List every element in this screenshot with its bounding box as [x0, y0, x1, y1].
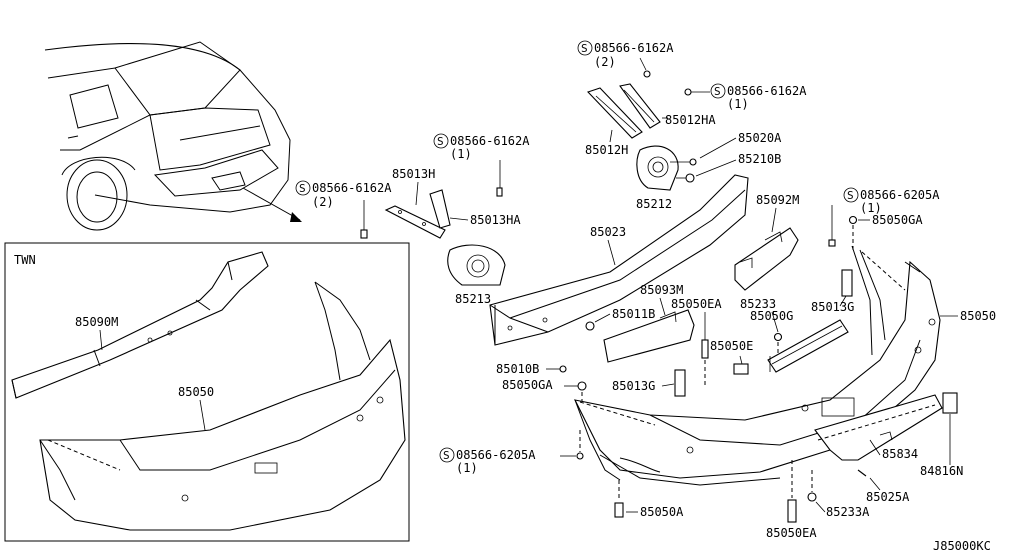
- inset-reinforcement: [11, 251, 269, 399]
- label-85050A: 85050A: [640, 505, 684, 519]
- bracket-85012: [587, 83, 668, 139]
- label-85020A: 85020A: [738, 131, 782, 145]
- svg-text:S: S: [847, 189, 854, 202]
- svg-text:S: S: [443, 449, 450, 462]
- label-85050EA-top: 85050EA: [671, 297, 722, 311]
- label-85210B: 85210B: [738, 152, 781, 166]
- license-bracket: [767, 319, 849, 373]
- label-85012HA: 85012HA: [665, 113, 716, 127]
- bracket-85013H: [384, 189, 451, 239]
- label-85093M: 85093M: [640, 283, 683, 297]
- label-84816N: 84816N: [920, 464, 963, 478]
- diagram-code: J85000KC: [933, 539, 991, 553]
- car-rear-view: [44, 41, 302, 231]
- label-85050EA-bottom: 85050EA: [766, 526, 817, 540]
- svg-text:S: S: [299, 182, 306, 195]
- svg-text:08566-6162A: 08566-6162A: [594, 41, 674, 55]
- callout-screw-left: S 08566-6162A (2): [295, 180, 392, 239]
- svg-text:(2): (2): [594, 55, 616, 69]
- label-85012H: 85012H: [585, 143, 628, 157]
- part-84816N: [942, 392, 958, 414]
- callout-screw-bottom: S 08566-6205A (1): [439, 430, 584, 475]
- label-85013G-right: 85013G: [811, 300, 854, 314]
- label-85013H: 85013H: [392, 167, 435, 181]
- inset-label-bumper: 85050: [178, 385, 214, 399]
- label-85233A: 85233A: [826, 505, 870, 519]
- bracket-85213: [447, 244, 506, 286]
- inset-bumper: [39, 281, 406, 531]
- svg-text:(1): (1): [450, 147, 472, 161]
- label-85092M: 85092M: [756, 193, 799, 207]
- diffuser-85834: [814, 394, 943, 461]
- label-85212: 85212: [636, 197, 672, 211]
- svg-text:08566-6162A: 08566-6162A: [312, 181, 392, 195]
- label-85023: 85023: [590, 225, 626, 239]
- inset-title: TWN: [14, 253, 36, 267]
- callout-screw-right: S 08566-6205A (1): [828, 187, 940, 247]
- svg-text:08566-6205A: 08566-6205A: [456, 448, 536, 462]
- inset-frame: [4, 242, 410, 542]
- callout-screw-mid: S 08566-6162A (1): [433, 133, 530, 197]
- label-85011B: 85011B: [612, 307, 655, 321]
- svg-text:08566-6205A: 08566-6205A: [860, 188, 940, 202]
- label-85025A: 85025A: [866, 490, 910, 504]
- reinforcement-85023: [489, 174, 749, 346]
- svg-text:S: S: [714, 85, 721, 98]
- label-85050E: 85050E: [710, 339, 753, 353]
- label-85050GA-right: 85050GA: [872, 213, 923, 227]
- callout-screw-top-b: S 08566-6162A (1): [684, 83, 807, 111]
- bracket-85212: [636, 145, 692, 191]
- absorber-85093M: [603, 309, 695, 363]
- svg-text:(1): (1): [456, 461, 478, 475]
- label-85050GA-left: 85050GA: [502, 378, 553, 392]
- absorber-85092M: [734, 227, 799, 291]
- label-85013HA: 85013HA: [470, 213, 521, 227]
- svg-text:08566-6162A: 08566-6162A: [727, 84, 807, 98]
- svg-text:S: S: [437, 135, 444, 148]
- svg-text:(1): (1): [727, 97, 749, 111]
- svg-text:08566-6162A: 08566-6162A: [450, 134, 530, 148]
- label-85834: 85834: [882, 447, 918, 461]
- callout-screw-top-a: S 08566-6162A (2): [577, 40, 674, 78]
- svg-text:(1): (1): [860, 201, 882, 215]
- inset-label-reinforce: 85090M: [75, 315, 118, 329]
- label-85013G-left: 85013G: [612, 379, 655, 393]
- svg-text:S: S: [581, 42, 588, 55]
- svg-text:(2): (2): [312, 195, 334, 209]
- label-85050G: 85050G: [750, 309, 793, 323]
- label-85233-top: 85233: [740, 297, 776, 311]
- label-85050-main: 85050: [960, 309, 996, 323]
- label-85213: 85213: [455, 292, 491, 306]
- label-85010B: 85010B: [496, 362, 539, 376]
